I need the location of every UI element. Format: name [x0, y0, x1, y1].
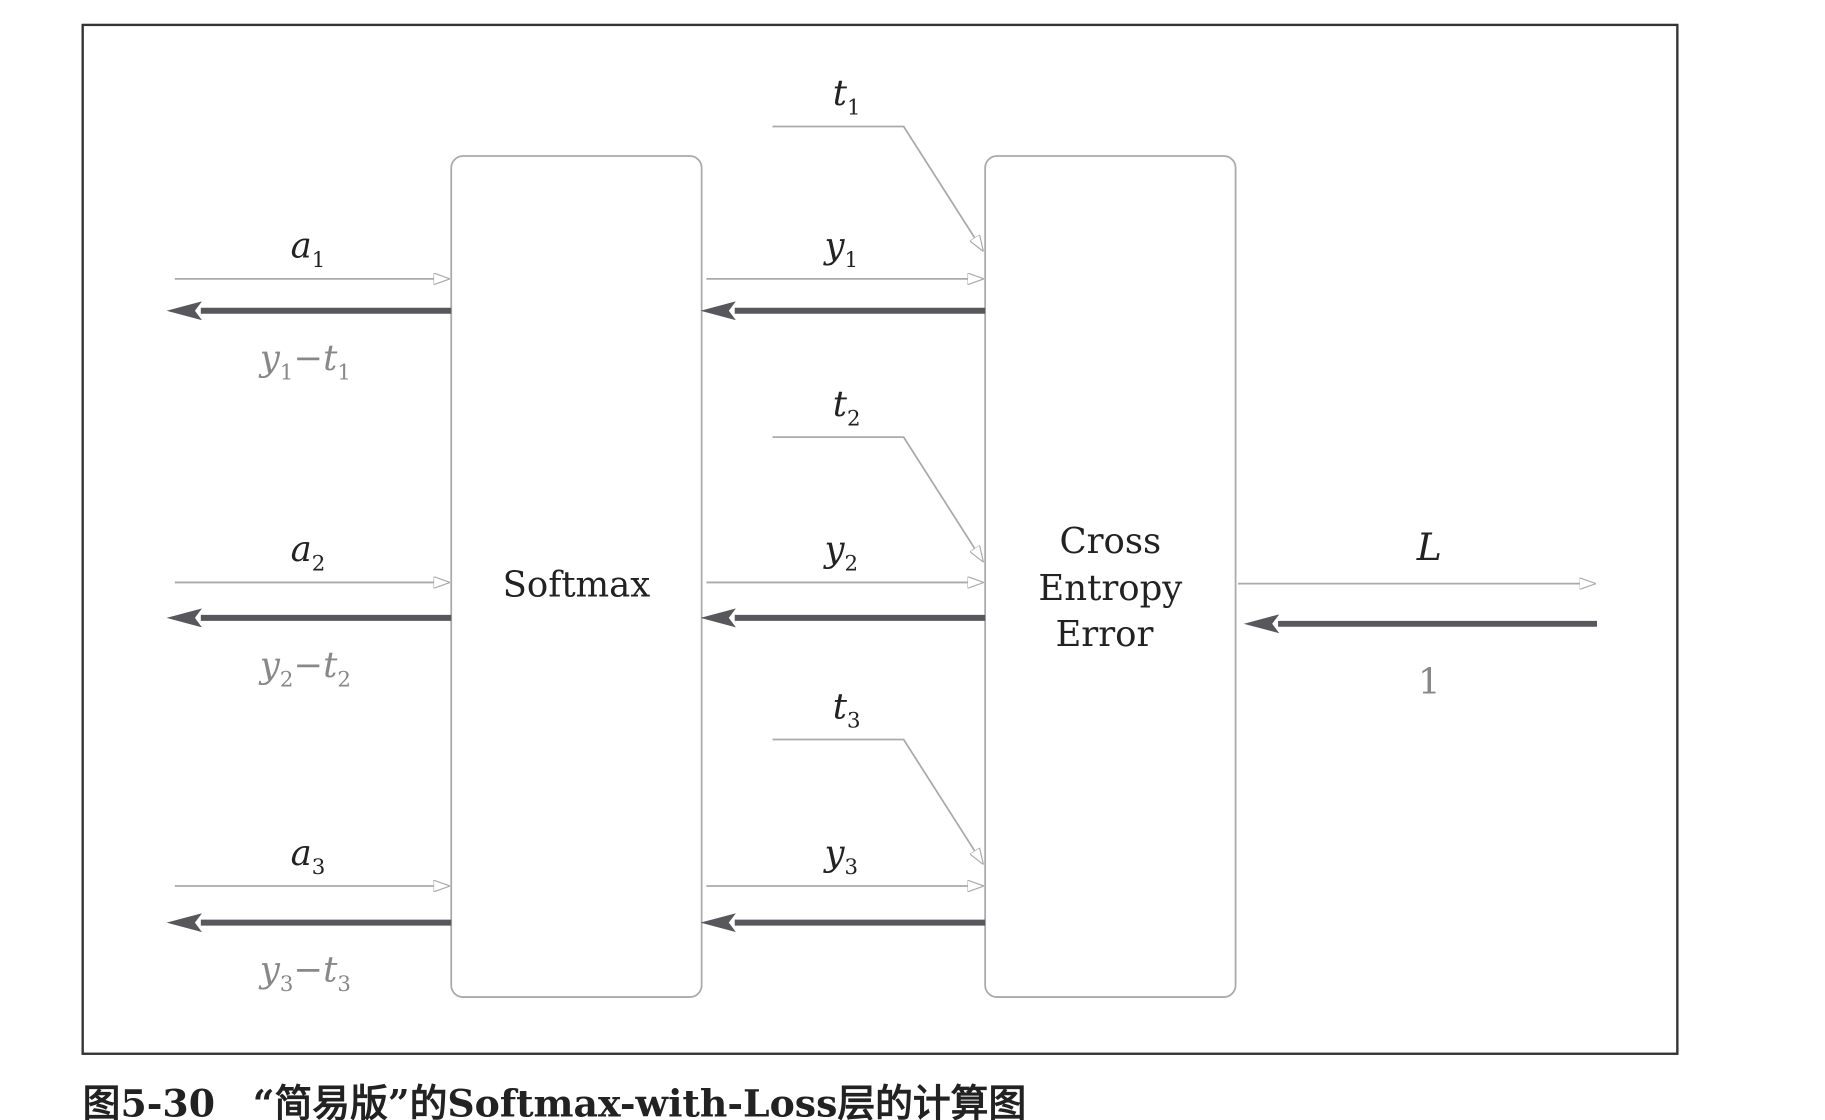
- t3-label: t3: [833, 686, 861, 733]
- softmax-node: [450, 155, 703, 998]
- y1-label: y1: [822, 226, 858, 273]
- t1-input-arrow: [772, 125, 983, 250]
- softmax-label: Softmax: [503, 565, 651, 606]
- figure-caption: 图5-30 “简易版”的Softmax-with-Loss层的计算图: [83, 1081, 1027, 1120]
- gradient-label-2: y2−t2: [258, 645, 351, 692]
- cross-entropy-label-3: Error: [1055, 614, 1153, 655]
- t2-input-arrow: [772, 436, 983, 561]
- t1-label: t1: [833, 73, 861, 120]
- loss-gradient-label: 1: [1418, 661, 1441, 702]
- gradient-label-1: y1−t1: [258, 338, 351, 385]
- a2-label: a2: [291, 529, 326, 576]
- figure-frame: [81, 23, 1679, 1055]
- loss-label: L: [1416, 525, 1442, 569]
- cross-entropy-node: [984, 155, 1237, 998]
- cross-entropy-label-1: Cross: [1059, 521, 1161, 562]
- y2-label: y2: [822, 529, 858, 576]
- t2-label: t2: [833, 384, 861, 431]
- a3-label: a3: [291, 833, 326, 880]
- y3-label: y3: [822, 833, 858, 880]
- t3-input-arrow: [772, 738, 983, 864]
- gradient-label-3: y3−t3: [258, 950, 351, 997]
- a1-label: a1: [291, 226, 326, 273]
- cross-entropy-label-2: Entropy: [1038, 568, 1182, 609]
